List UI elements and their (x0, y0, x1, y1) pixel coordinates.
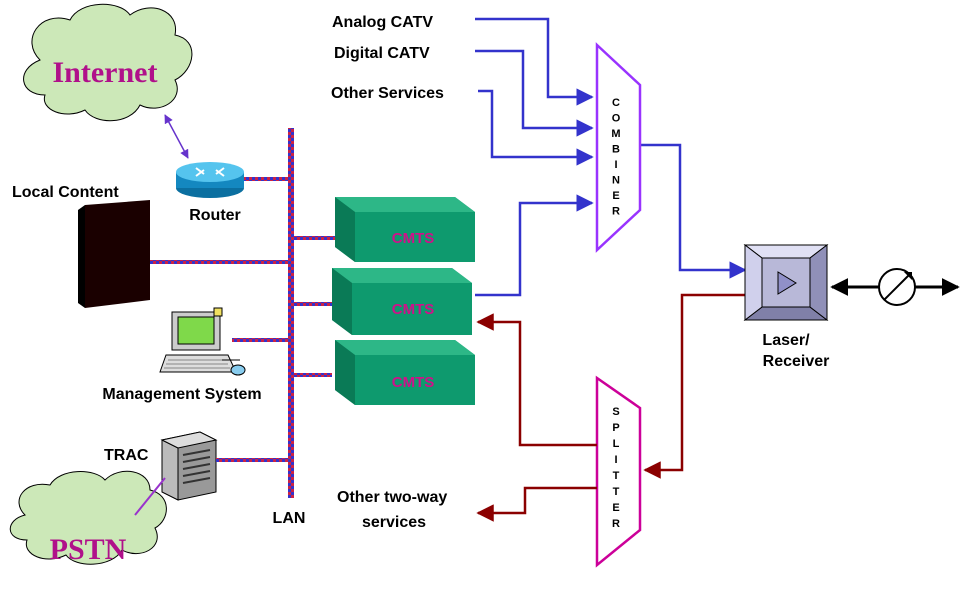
combiner-letter: N (612, 175, 620, 187)
internet-cloud: Internet (23, 3, 193, 122)
cmts-1: CMTS (335, 197, 475, 262)
lan-connections (150, 177, 344, 462)
internet-router-link (164, 114, 189, 159)
combiner-letter: I (614, 159, 617, 171)
other-two-way-label-line1: Other two-way (337, 489, 447, 506)
combiner-letter: B (612, 144, 620, 156)
combiner-letter: E (612, 190, 619, 202)
trac-pstn-link (134, 477, 166, 516)
return-path-lines (476, 293, 745, 522)
splitter-letter: T (613, 486, 620, 498)
laser-label-line2: Receiver (763, 353, 830, 370)
combiner-letter: R (612, 206, 620, 218)
cmts-3-label: CMTS (392, 374, 435, 391)
analog-catv-label: Analog CATV (332, 14, 433, 31)
local-content-label: Local Content (12, 184, 119, 201)
trac-label: TRAC (104, 447, 149, 464)
other-two-way-label-line2: services (362, 514, 426, 531)
combiner-letter: M (611, 128, 620, 140)
splitter-letter: L (613, 438, 620, 450)
pstn-label: PSTN (50, 533, 127, 566)
splitter-letter: E (612, 502, 619, 514)
cmts-2-label: CMTS (392, 301, 435, 318)
splitter-letter: P (612, 422, 619, 434)
lan-bus (288, 128, 294, 498)
combiner-letter: C (612, 97, 620, 109)
splitter-letter: S (612, 406, 619, 418)
laser-label-line1: Laser/ (762, 332, 810, 349)
splitter-letter: T (613, 470, 620, 482)
management-workstation-icon (159, 307, 246, 376)
pstn-cloud: PSTN (9, 470, 167, 566)
management-system-label: Management System (102, 386, 261, 403)
internet-label: Internet (53, 56, 158, 89)
lan-label: LAN (273, 510, 306, 527)
other-services-label: Other Services (331, 85, 444, 102)
cmts-1-label: CMTS (392, 230, 435, 247)
cmts-3: CMTS (335, 340, 475, 405)
router-icon (176, 162, 244, 198)
combiner-letter: O (612, 113, 621, 125)
trac-server-icon (160, 431, 218, 501)
splitter-letter: I (614, 454, 617, 466)
forward-path-lines (475, 17, 747, 297)
local-content-server-icon (78, 200, 150, 308)
router-label: Router (189, 207, 241, 224)
fiber-link (830, 268, 960, 306)
digital-catv-label: Digital CATV (334, 45, 430, 62)
laser-receiver-icon (743, 243, 829, 322)
cmts-2: CMTS (332, 268, 472, 335)
splitter-letter: R (612, 518, 620, 530)
